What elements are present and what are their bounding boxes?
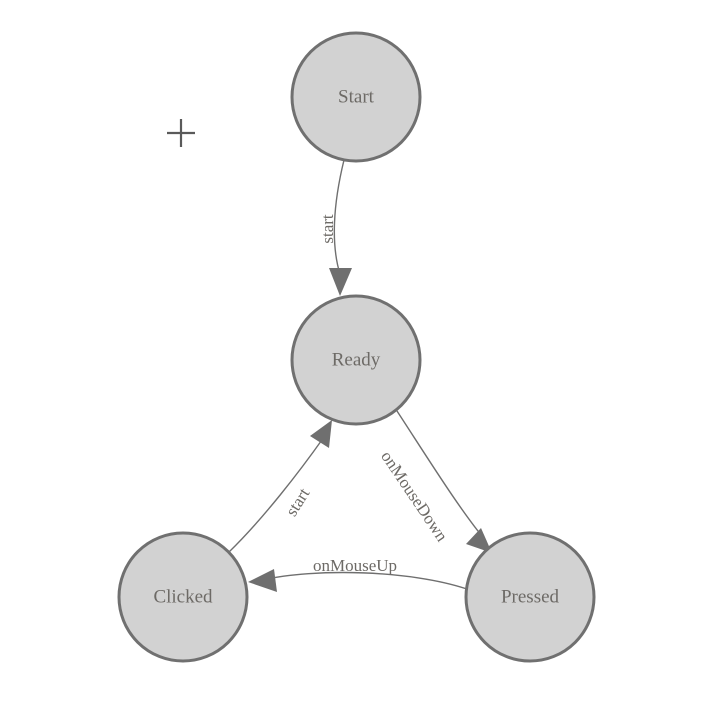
node-clicked-label: Clicked [153, 586, 213, 607]
node-ready-circle [290, 294, 422, 426]
node-ready-label: Ready [332, 349, 381, 370]
node-ready[interactable]: Ready [290, 294, 422, 426]
edge-start-to-ready[interactable]: start [318, 159, 352, 296]
edge-path-ready-to-pressed [396, 410, 487, 542]
arrowhead-ready-to-pressed [466, 528, 492, 553]
edge-path-start-to-ready [333, 159, 345, 275]
crosshair-marker-icon [167, 119, 195, 147]
edge-label-clicked-to-ready: start [282, 484, 314, 519]
node-start-label: Start [338, 86, 375, 107]
edge-ready-to-pressed[interactable]: onMouseDown [377, 410, 492, 553]
edge-path-clicked-to-ready [228, 436, 325, 553]
edge-label-ready-to-pressed: onMouseDown [377, 447, 452, 545]
arrowhead-clicked-to-ready [310, 420, 332, 448]
arrowhead-start-to-ready [329, 268, 352, 296]
edge-path-pressed-to-clicked [261, 571, 468, 590]
edge-label-start-to-ready: start [318, 214, 337, 244]
node-pressed[interactable]: Pressed [464, 531, 596, 663]
edge-label-pressed-to-clicked: onMouseUp [313, 556, 397, 575]
node-clicked[interactable]: Clicked [117, 531, 249, 663]
node-pressed-circle [464, 531, 596, 663]
edge-clicked-to-ready[interactable]: start [228, 420, 332, 553]
node-start[interactable]: Start [290, 31, 422, 163]
arrowhead-pressed-to-clicked [248, 569, 277, 592]
edge-pressed-to-clicked[interactable]: onMouseUp [248, 556, 468, 592]
node-clicked-circle [117, 531, 249, 663]
node-start-circle [290, 31, 422, 163]
node-pressed-label: Pressed [501, 586, 560, 607]
